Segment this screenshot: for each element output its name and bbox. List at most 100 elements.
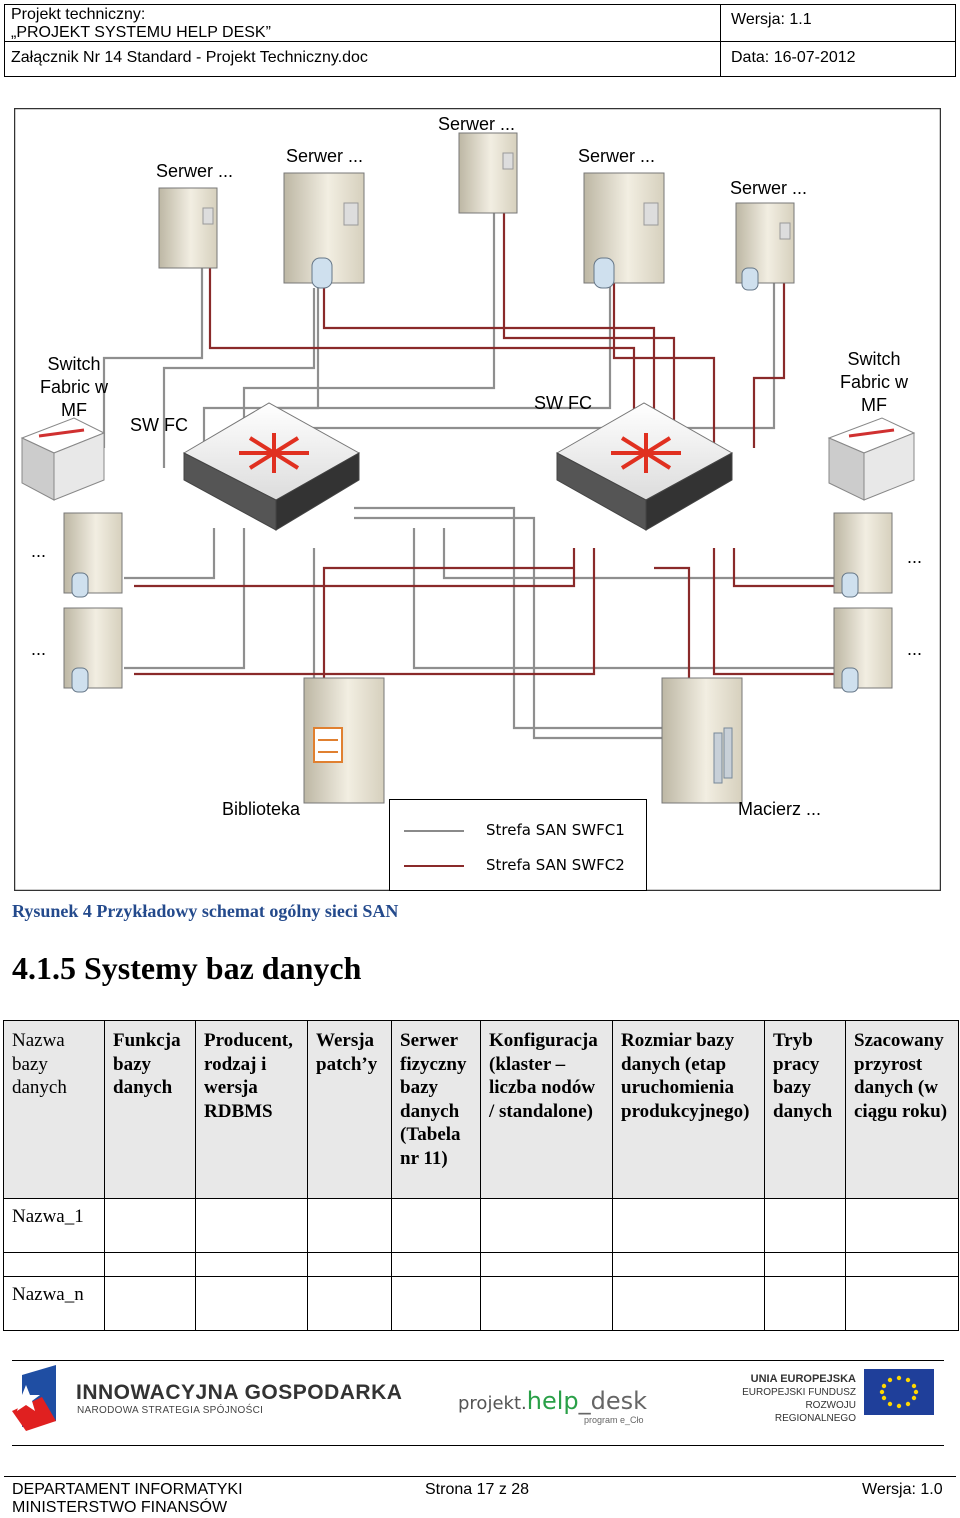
table-cell: [104, 1276, 196, 1331]
library-icon: [303, 677, 385, 804]
legend-label: Strefa SAN SWFC1: [486, 821, 625, 839]
column-header: Nazwa bazy danych: [3, 1020, 105, 1199]
sw-fc-left-icon: [182, 402, 361, 531]
innowacyjna-gospodarka-logo: [12, 1365, 56, 1431]
logos-graphic: [12, 1365, 934, 1431]
ellipsis-label: ...: [907, 639, 923, 659]
table-cell: [195, 1198, 308, 1253]
header-version: Wersja: 1.1: [731, 11, 812, 28]
header-date: Data: 16-07-2012: [731, 49, 856, 66]
switch-fabric-left-label: Switch Fabric w MF: [39, 354, 108, 420]
logo-bar: INNOWACYJNA GOSPODARKA NARODOWA STRATEGI…: [12, 1360, 944, 1446]
eu-flag-logo: [864, 1369, 934, 1415]
server-icons: [63, 132, 893, 693]
header-divider: [720, 5, 721, 76]
table-cell: [764, 1252, 846, 1277]
table-cell: [764, 1198, 846, 1253]
table-cell: [480, 1276, 613, 1331]
legend-swatch: [404, 830, 464, 832]
server-label: Serwer ...: [578, 146, 656, 166]
table-cell: [612, 1198, 765, 1253]
table-cell: [307, 1276, 392, 1331]
column-header: Szacowany przyrost danych (w ciągu roku): [845, 1020, 959, 1199]
table-cell: [480, 1252, 613, 1277]
document-header: Projekt techniczny: „PROJEKT SYSTEMU HEL…: [4, 4, 956, 77]
column-header: Rozmiar bazy danych (etap uruchomienia p…: [612, 1020, 765, 1199]
table-row: Nazwa_n: [3, 1276, 959, 1331]
table-cell: [612, 1252, 765, 1277]
table-cell: [307, 1252, 392, 1277]
footer-ministry: MINISTERSTWO FINANSÓW: [12, 1499, 228, 1516]
table-cell: [480, 1198, 613, 1253]
ellipsis-label: ...: [907, 547, 923, 567]
logo-text-projekt: projekt.: [458, 1393, 527, 1414]
footer-version: Wersja: 1.0: [862, 1481, 943, 1498]
table-cell: [104, 1252, 196, 1277]
san-diagram-graphic: [14, 108, 941, 891]
document-footer: DEPARTAMENT INFORMATYKI MINISTERSTWO FIN…: [4, 1476, 956, 1518]
library-label: Biblioteka: [222, 799, 301, 819]
attachment-name: Załącznik Nr 14 Standard - Projekt Techn…: [11, 49, 368, 66]
program-ecto-text: program e_Cło: [584, 1415, 644, 1425]
section-title: 4.1.5 Systemy baz danych: [12, 950, 362, 986]
switch-fabric-right-label: Switch Fabric w MF: [839, 349, 908, 415]
eu-line-2: EUROPEJSKI FUNDUSZ: [742, 1387, 856, 1398]
table-cell: [391, 1252, 481, 1277]
array-label: Macierz ...: [738, 799, 822, 819]
sw-fc-right-label: SW FC: [534, 393, 592, 413]
footer-page-number: Strona 17 z 28: [425, 1481, 530, 1498]
header-row-1: Projekt techniczny: „PROJEKT SYSTEMU HEL…: [5, 5, 955, 42]
column-header: Konfiguracja (klaster – liczba nodów / s…: [480, 1020, 613, 1199]
server-label: Serwer ...: [730, 178, 808, 198]
table-cell: [845, 1276, 959, 1331]
header-row-2: Załącznik Nr 14 Standard - Projekt Techn…: [5, 41, 955, 77]
server-label: Serwer ...: [438, 114, 516, 134]
table-cell: [3, 1252, 105, 1277]
eu-line-3: ROZWOJU REGIONALNEGO: [774, 1400, 856, 1424]
table-row: [3, 1252, 959, 1277]
server-label: Serwer ...: [156, 161, 234, 181]
sw-fc-right-icon: [555, 402, 734, 531]
footer-department: DEPARTAMENT INFORMATYKI: [12, 1481, 243, 1498]
project-title-label: Projekt techniczny:: [11, 6, 146, 23]
table-cell: [391, 1276, 481, 1331]
logo-text-help: help: [526, 1387, 579, 1415]
eu-fund-text: UNIA EUROPEJSKA EUROPEJSKI FUNDUSZ ROZWO…: [726, 1373, 856, 1425]
switch-fabric-right-icon: [827, 417, 916, 501]
table-cell: [845, 1198, 959, 1253]
table-header-row: Nazwa bazy danych Funkcja bazy danych Pr…: [3, 1020, 959, 1199]
table-cell: [307, 1198, 392, 1253]
table-cell: [391, 1198, 481, 1253]
disk-array-icon: [661, 677, 743, 804]
innowacyjna-subtitle: NARODOWA STRATEGIA SPÓJNOŚCI: [77, 1405, 264, 1416]
innowacyjna-gospodarka-text: INNOWACYJNA GOSPODARKA: [76, 1381, 403, 1404]
project-title: „PROJEKT SYSTEMU HELP DESK”: [11, 24, 271, 41]
legend-swatch: [404, 865, 464, 867]
ellipsis-label: ...: [31, 541, 47, 561]
logo-text-desk: _desk: [578, 1387, 648, 1415]
table-cell: [195, 1252, 308, 1277]
table-cell: [764, 1276, 846, 1331]
san-diagram: Serwer ... Serwer ... Serwer ... Serwer …: [14, 108, 941, 891]
column-header: Wersja patch’y: [307, 1020, 392, 1199]
table-cell: [104, 1198, 196, 1253]
diagram-legend: Strefa SAN SWFC1 Strefa SAN SWFC2: [389, 799, 647, 891]
column-header: Serwer fizyczny bazy danych (Tabela nr 1…: [391, 1020, 481, 1199]
projekt-help-desk-logo: projekt.help_desk: [458, 1387, 647, 1415]
figure-caption: Rysunek 4 Przykładowy schemat ogólny sie…: [12, 901, 399, 921]
column-header: Funkcja bazy danych: [104, 1020, 196, 1199]
eu-line-1: UNIA EUROPEJSKA: [750, 1373, 856, 1385]
database-table: Nazwa bazy danych Funkcja bazy danych Pr…: [3, 1020, 959, 1331]
table-row: Nazwa_1: [3, 1198, 959, 1253]
column-header: Producent, rodzaj i wersja RDBMS: [195, 1020, 308, 1199]
table-cell: Nazwa_n: [3, 1276, 105, 1331]
table-cell: [612, 1276, 765, 1331]
table-cell: [195, 1276, 308, 1331]
column-header: Tryb pracy bazy danych: [764, 1020, 846, 1199]
sw-fc-left-label: SW FC: [130, 415, 188, 435]
ellipsis-label: ...: [31, 639, 47, 659]
switch-fabric-left-icon: [20, 417, 106, 501]
table-cell: Nazwa_1: [3, 1198, 105, 1253]
legend-label: Strefa SAN SWFC2: [486, 856, 625, 874]
table-cell: [845, 1252, 959, 1277]
